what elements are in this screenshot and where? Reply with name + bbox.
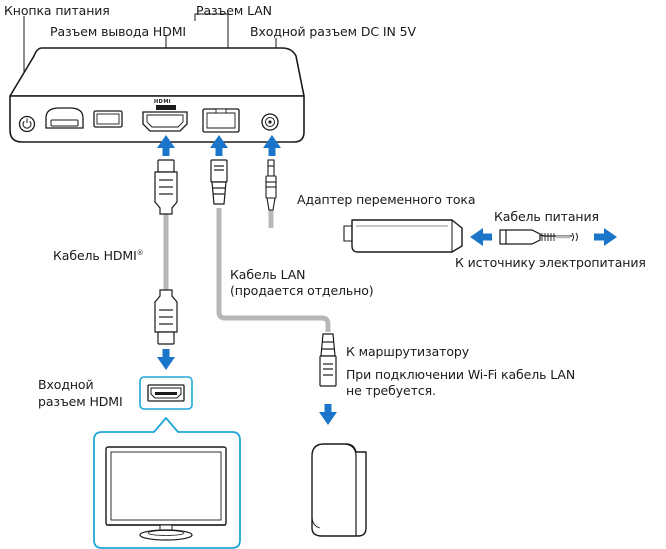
to-power-source-label: К источнику электропитания [455,255,646,270]
wifi-note: При подключении Wi-Fi кабель LAN не треб… [346,367,575,399]
arrow-down-icon [157,349,175,370]
rj45-plug-bottom [319,333,337,387]
lan-cable-line2: (продается отдельно) [230,283,374,298]
ac-adapter [343,219,463,253]
hdmi-in-label: Входной разъем HDMI [38,376,123,410]
hdmi-cable [154,159,178,345]
hdmi-port-glyph: HDMI [154,99,172,105]
ac-adapter-label: Адаптер переменного тока [297,192,476,207]
hdmi-in-line2: разъем HDMI [38,394,123,409]
router [311,443,367,537]
usb-port [93,110,123,128]
card-slot [45,107,84,129]
lan-port-icon [202,108,240,133]
lan-cable-label: Кабель LAN (продается отдельно) [230,267,374,299]
power-icon [18,115,36,133]
registered-mark: ® [136,249,144,257]
arrow-right-icon [594,228,617,246]
power-cord [499,229,578,245]
wifi-note-line2: не требуется. [346,383,436,398]
arrow-up-icon [157,135,281,156]
arrow-left-icon [470,228,492,246]
dc-in-port-label: Входной разъем DC IN 5V [250,24,416,39]
rj45-plug-top [210,159,228,205]
lan-cable [210,159,337,387]
media-player-device [9,47,305,143]
tv-hdmi-in-port [139,376,193,410]
wifi-note-line1: При подключении Wi-Fi кабель LAN [346,367,576,382]
hdmi-port-icon [142,105,188,132]
to-router-label: К маршрутизатору [346,344,470,359]
tv [93,417,241,549]
dc-plug [265,159,277,211]
hdmi-connector-bottom [154,289,178,345]
lan-port-label: Разъем LAN [196,3,272,18]
hdmi-connector-top [154,159,178,215]
dc-jack-icon [261,113,279,131]
dc-cable [265,159,277,228]
power-button-label: Кнопка питания [4,3,110,18]
hdmi-out-port-label: Разъем вывода HDMI [50,24,186,39]
hdmi-cable-label: Кабель HDMI® [53,246,144,263]
hdmi-in-line1: Входной [38,377,94,392]
lan-cable-line1: Кабель LAN [230,267,306,282]
hdmi-cable-text: Кабель HDMI [53,248,137,264]
power-cable-label: Кабель питания [494,209,599,224]
arrow-down-icon [319,404,337,425]
